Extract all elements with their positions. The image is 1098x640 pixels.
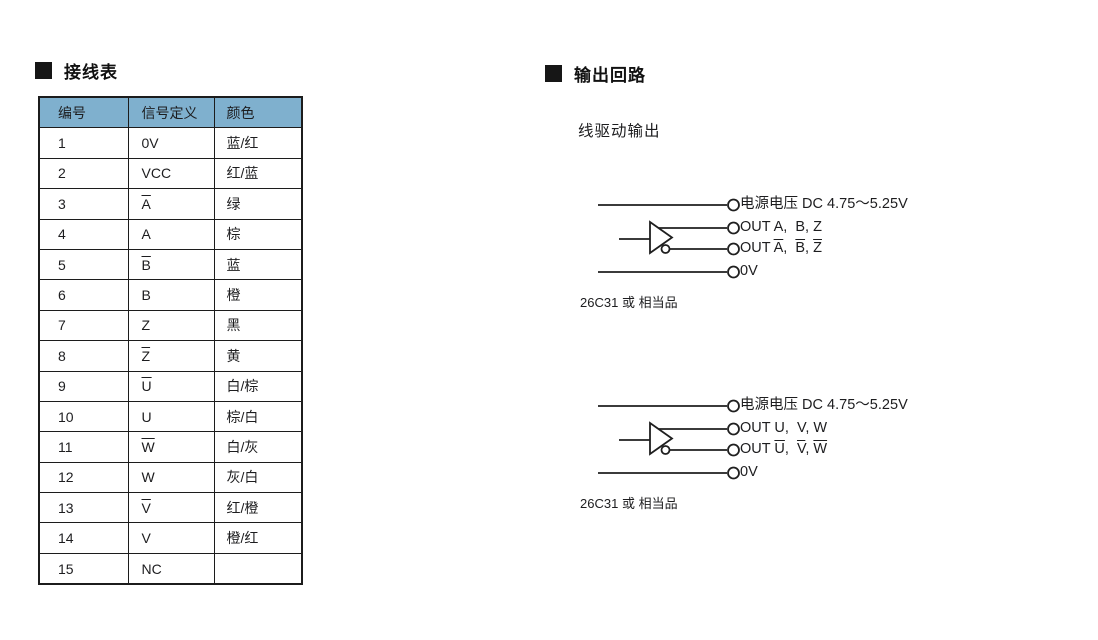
cell-signal: U	[127, 370, 215, 402]
ground-label: 0V	[740, 263, 758, 279]
inverter-bubble-icon	[660, 244, 671, 254]
terminal-circle-icon	[727, 422, 740, 436]
cell-signal: A	[127, 218, 215, 250]
cell-color: 红/橙	[213, 492, 303, 524]
wiring-title-label: 接线表	[64, 63, 118, 82]
terminal-circle-icon	[727, 221, 740, 235]
output-section-title: 输出回路	[545, 61, 646, 86]
cell-signal: A	[127, 188, 215, 220]
table-header-row: 编号信号定义颜色	[38, 96, 303, 129]
cell-color: 红/蓝	[213, 157, 303, 190]
cell-number: 6	[38, 279, 129, 311]
cell-color: 白/灰	[213, 431, 303, 463]
cell-number: 2	[38, 157, 129, 190]
chip-label: 26C31 或 相当品	[580, 295, 678, 310]
cell-color: 棕	[213, 218, 303, 250]
cell-number: 5	[38, 248, 129, 281]
cell-color: 蓝	[213, 248, 303, 281]
inverter-bubble-icon	[660, 445, 671, 455]
cell-signal: VCC	[127, 157, 215, 190]
cell-signal: U	[127, 400, 215, 433]
power-voltage-label: 电源电压 DC 4.75～5.25V	[740, 397, 908, 413]
line-driver-circuit: 电源电压 DC 4.75～5.25V OUT U, V, W OUT U, V,…	[580, 396, 1090, 531]
section-bullet-icon	[545, 65, 562, 82]
cell-signal: B	[127, 248, 215, 281]
table-header-cell: 信号定义	[127, 96, 215, 129]
terminal-circle-icon	[727, 399, 740, 413]
cell-color: 灰/白	[213, 461, 303, 494]
line-driver-symbol	[598, 198, 740, 279]
table-header-cell: 颜色	[213, 96, 303, 129]
output-title-label: 输出回路	[574, 66, 646, 85]
cell-signal: W	[127, 461, 215, 494]
output-inverted-label: OUT A, B, Z	[740, 240, 822, 256]
terminal-circle-icon	[727, 198, 740, 212]
cell-signal: 0V	[127, 127, 215, 159]
cell-color: 棕/白	[213, 400, 303, 433]
cell-number: 3	[38, 188, 129, 220]
cell-signal: V	[127, 492, 215, 524]
driver-triangle-icon	[649, 421, 674, 456]
cell-signal: Z	[127, 309, 215, 342]
output-label: OUT U, V, W	[740, 420, 828, 436]
cell-number: 15	[38, 552, 129, 585]
cell-number: 12	[38, 461, 129, 494]
cell-color: 白/棕	[213, 370, 303, 402]
driver-triangle-icon	[649, 220, 674, 255]
cell-color: 橙	[213, 279, 303, 311]
cell-number: 11	[38, 431, 129, 463]
cell-number: 10	[38, 400, 129, 433]
wiring-section-title: 接线表	[35, 58, 118, 83]
cell-color: 橙/红	[213, 522, 303, 554]
table-header-cell: 编号	[38, 96, 129, 129]
terminal-circle-icon	[727, 466, 740, 480]
cell-number: 9	[38, 370, 129, 402]
output-label: OUT A, B, Z	[740, 219, 822, 235]
section-bullet-icon	[35, 62, 52, 79]
cell-signal: W	[127, 431, 215, 463]
cell-number: 4	[38, 218, 129, 250]
line-driver-circuit: 电源电压 DC 4.75～5.25V OUT A, B, Z OUT A, B,…	[580, 195, 1090, 330]
cell-color: 黑	[213, 309, 303, 342]
terminal-circle-icon	[727, 443, 740, 457]
cell-signal: V	[127, 522, 215, 554]
cell-number: 7	[38, 309, 129, 342]
terminal-circle-icon	[727, 265, 740, 279]
chip-label: 26C31 或 相当品	[580, 496, 678, 511]
cell-signal: Z	[127, 340, 215, 372]
cell-color: 黄	[213, 340, 303, 372]
cell-number: 1	[38, 127, 129, 159]
cell-number: 14	[38, 522, 129, 554]
output-inverted-label: OUT U, V, W	[740, 441, 828, 457]
cell-color: 绿	[213, 188, 303, 220]
cell-color	[213, 552, 303, 585]
cell-signal: B	[127, 279, 215, 311]
cell-signal: NC	[127, 552, 215, 585]
ground-label: 0V	[740, 464, 758, 480]
cell-number: 13	[38, 492, 129, 524]
line-driver-output-subtitle: 线驱动输出	[578, 123, 661, 140]
power-voltage-label: 电源电压 DC 4.75～5.25V	[740, 196, 908, 212]
cell-number: 8	[38, 340, 129, 372]
cell-color: 蓝/红	[213, 127, 303, 159]
line-driver-symbol	[598, 399, 740, 480]
terminal-circle-icon	[727, 242, 740, 256]
